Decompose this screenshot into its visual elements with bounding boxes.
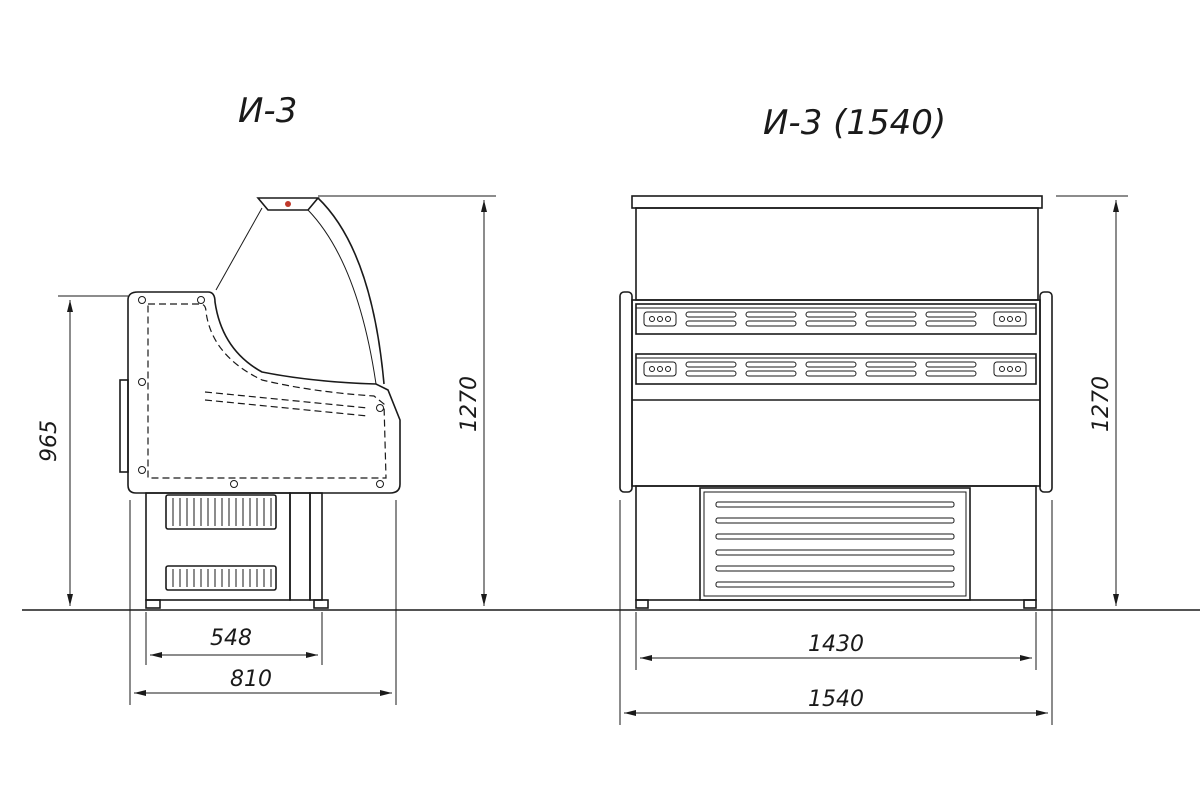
- screw-icon: [138, 378, 146, 386]
- body-inner-dashed: [147, 303, 387, 479]
- vents-upper: [165, 494, 277, 530]
- end-panel-left: [619, 291, 633, 493]
- foot: [635, 599, 649, 609]
- body-outline: [127, 291, 401, 494]
- side-view: 965 1270 548 810: [37, 195, 496, 705]
- rear-glass: [215, 207, 263, 291]
- shelf-1-slots: [643, 311, 1027, 327]
- grille-frame: [699, 487, 971, 601]
- dim-1270-right-label: 1270: [1089, 376, 1114, 432]
- grille-inner: [703, 491, 967, 597]
- screw-icon: [376, 404, 384, 412]
- shelf-2-slots: [643, 361, 1027, 377]
- top-canopy: [631, 195, 1043, 209]
- left-view-title: И-3: [238, 91, 297, 131]
- foot: [1023, 599, 1037, 609]
- back-panel: [119, 379, 129, 473]
- lamp-dot-icon: [285, 201, 291, 207]
- grille-slats: [715, 501, 955, 588]
- screw-icon: [230, 480, 238, 488]
- end-panel-right: [1039, 291, 1053, 493]
- dim-810-label: 810: [230, 667, 272, 692]
- foot: [313, 599, 329, 609]
- dim-548-label: 548: [210, 626, 252, 651]
- base-cabinet: [145, 492, 291, 601]
- front-base: [635, 485, 1037, 601]
- shelf-1: [635, 303, 1037, 335]
- front-glass-inner: [307, 209, 377, 385]
- vents-lower: [165, 565, 277, 591]
- screw-icon: [376, 480, 384, 488]
- dim-1540-label: 1540: [808, 687, 864, 712]
- screw-icon: [138, 296, 146, 304]
- screw-icon: [197, 296, 205, 304]
- shelf-dashed-bottom: [204, 399, 369, 417]
- dim-965-label: 965: [37, 420, 62, 462]
- front-glass-outer: [317, 197, 385, 385]
- dim-1430-label: 1430: [808, 632, 864, 657]
- front-body: [631, 299, 1041, 487]
- shelf-dashed-top: [204, 391, 369, 409]
- base-side-panel: [289, 492, 311, 601]
- base-support: [309, 492, 323, 601]
- front-view: 1270 1430 1540: [619, 195, 1128, 725]
- front-glass: [635, 207, 1039, 301]
- right-view-title: И-3 (1540): [763, 103, 946, 143]
- dim-1270-left-label: 1270: [457, 376, 482, 432]
- screw-icon: [138, 466, 146, 474]
- shelf-2: [635, 353, 1037, 385]
- foot: [145, 599, 161, 609]
